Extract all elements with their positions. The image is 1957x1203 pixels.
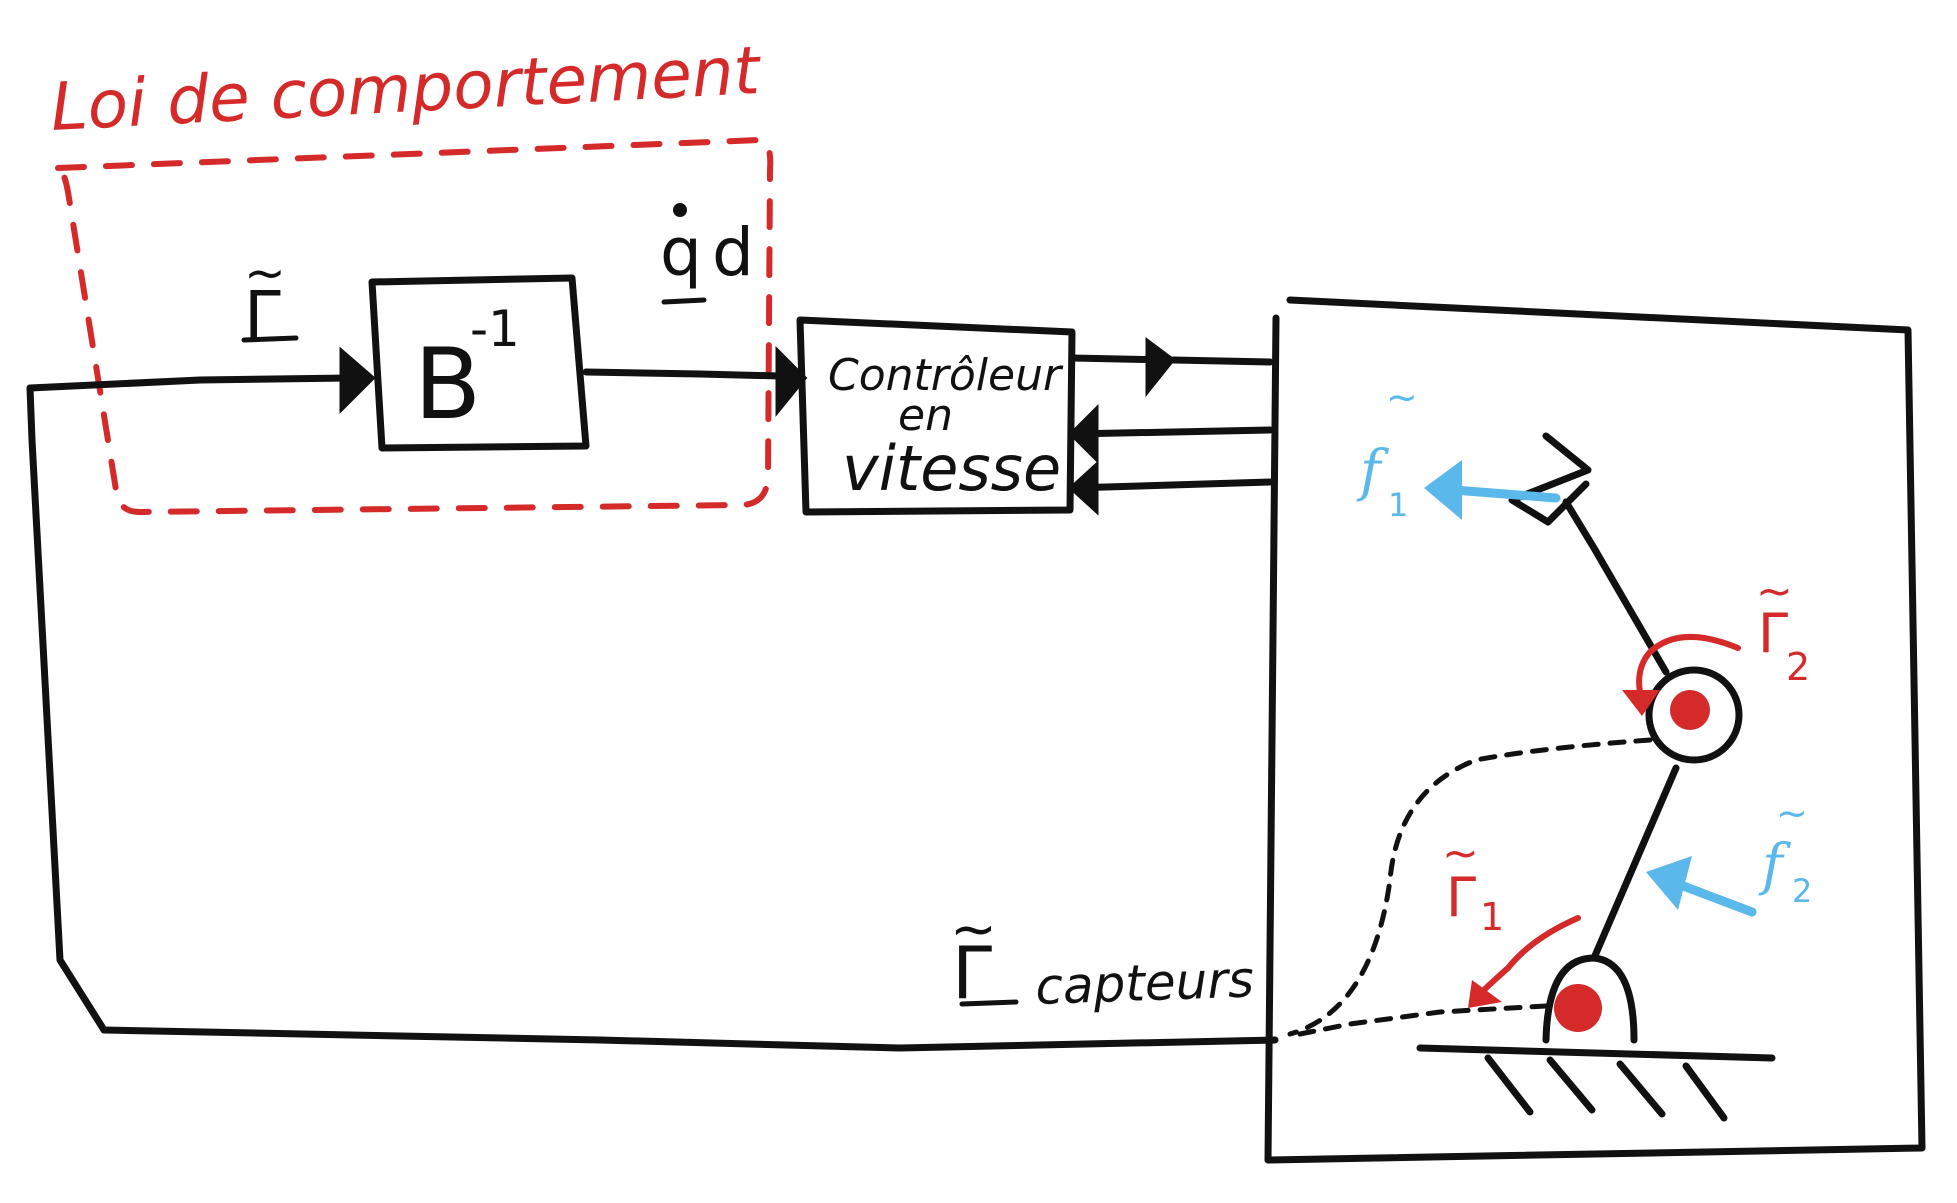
force-2-tilde: ~ [1776,791,1808,835]
link-feedback-2 [1068,478,1274,492]
robot-system: ~ Γ 2 ~ Γ 1 ~ f 1 ~ f 2 [1264,296,1926,1164]
ground-hatch-3 [1616,1060,1666,1118]
torque-1-tilde: ~ [1442,828,1479,879]
controller-box [796,316,1076,516]
sensor-wire-base [1287,1003,1549,1039]
torque-2-tilde: ~ [1756,566,1793,617]
controller-robot-links [1068,337,1274,516]
link-feedback-1 [1068,426,1274,438]
ground-line [1416,1044,1776,1062]
force-1-tilde: ~ [1386,375,1418,419]
elbow-joint-hub [1670,690,1710,730]
controller-line3: vitesse [842,432,1061,505]
behavior-law-title: Loi de comportement [49,32,764,146]
robot-box [1264,296,1926,1164]
behavior-law-dashed-border [55,137,774,515]
input-line [26,374,354,392]
arm-link-2 [1562,498,1670,676]
end-effector [1508,432,1592,526]
inverse-block-base: B [414,328,481,442]
link-feedback-2-arrowhead [1068,460,1099,516]
ground-hatch-2 [1546,1056,1596,1114]
input-gamma: Γ [244,277,281,354]
qd-subscript: d [712,214,754,291]
qd-line [582,368,784,380]
sensor-wire-elbow [1287,737,1653,1037]
sensor-tilde: ~ [950,897,997,962]
qd-arrowhead [775,345,808,418]
qd-symbol: q [660,214,702,291]
force-1-symbol: f [1356,439,1390,504]
torque-2-arrowhead [1622,690,1660,716]
inverse-block-box [368,274,590,452]
force-2-arrow [1673,879,1757,917]
torque-1-arrowhead [1468,980,1502,1008]
force-2-index: 2 [1792,872,1812,910]
link-command-arrowhead [1145,337,1176,398]
force-1-index: 1 [1388,486,1408,524]
torque-2-symbol: Γ [1758,602,1788,665]
sensor-subscript: capteurs [1034,950,1254,1016]
qd-underline [661,297,707,305]
input-gamma-underline [241,335,299,343]
input-tilde: ~ [244,244,286,302]
force-1-arrowhead [1424,460,1462,520]
force-2-arrowhead [1646,856,1692,910]
controller-line1: Contrôleur [828,350,1064,401]
elbow-joint [1645,666,1743,764]
sensor-gamma-underline [959,999,1019,1007]
base-joint-hub [1554,984,1602,1032]
ground-hatch-4 [1682,1062,1728,1122]
feedback-line-bottom [100,1026,1279,1052]
ground-hatch-1 [1484,1054,1534,1116]
torque-1-arrow [1481,915,1581,993]
force-1-arrow [1449,485,1561,503]
inverse-block-exponent: -1 [470,300,520,358]
qd-dot [673,203,687,217]
sensor-label: ~ Γ capteurs [950,897,1255,1016]
force-2-symbol: f [1758,833,1792,898]
arm-link-1 [1590,764,1680,962]
torque-1-index: 1 [1480,895,1504,939]
controller-line2: en [898,390,953,441]
torque-2-arrow [1636,634,1741,695]
torque-2-index: 2 [1786,645,1810,689]
forward-path: B -1 ~ Γ q d [26,203,1279,1052]
speed-controller: Contrôleur en vitesse [796,316,1076,516]
torque-1-symbol: Γ [1446,866,1476,929]
feedback-line-left [26,384,108,1034]
input-arrowhead [339,346,376,415]
link-feedback-1-arrowhead [1068,403,1099,465]
